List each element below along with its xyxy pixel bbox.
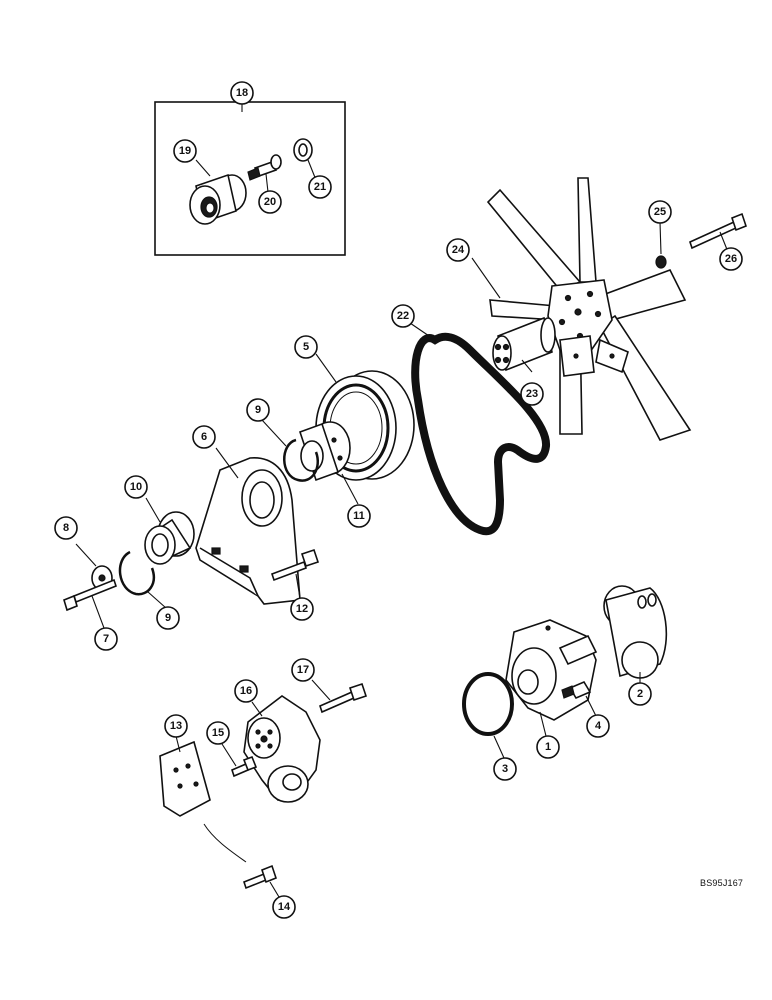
snap-ring-part bbox=[261, 419, 319, 482]
svg-text:20: 20 bbox=[264, 196, 276, 208]
callout-13: 13 bbox=[164, 714, 188, 738]
svg-text:22: 22 bbox=[397, 310, 409, 322]
svg-text:26: 26 bbox=[725, 253, 737, 265]
callout-3: 3 bbox=[493, 757, 517, 781]
svg-text:7: 7 bbox=[103, 633, 109, 645]
callout-19: 19 bbox=[173, 139, 197, 163]
fan-spacer-part bbox=[492, 316, 556, 372]
callout-9-lower: 9 bbox=[156, 606, 180, 630]
bearing-part bbox=[144, 497, 195, 565]
bracket-screw-part bbox=[221, 743, 258, 778]
tensioner-bracket-part bbox=[159, 735, 247, 863]
figure-code: BS95J167 bbox=[700, 878, 744, 888]
mounting-bolt-part bbox=[243, 864, 283, 903]
callout-10: 10 bbox=[124, 475, 148, 499]
callout-5: 5 bbox=[294, 335, 318, 359]
callout-2: 2 bbox=[628, 682, 652, 706]
idler-pulley-inset bbox=[154, 101, 346, 256]
callout-16: 16 bbox=[234, 679, 258, 703]
svg-text:10: 10 bbox=[130, 481, 142, 493]
callout-24: 24 bbox=[446, 238, 470, 262]
callout-8: 8 bbox=[54, 516, 78, 540]
callout-11: 11 bbox=[347, 504, 371, 528]
idler-bolt-part bbox=[247, 154, 282, 181]
bracket-bolt-part bbox=[270, 548, 320, 599]
svg-text:24: 24 bbox=[452, 244, 465, 256]
belt-tensioner-part bbox=[243, 695, 321, 803]
water-pump-sleeve-part bbox=[603, 585, 668, 684]
svg-text:23: 23 bbox=[526, 388, 538, 400]
svg-text:16: 16 bbox=[240, 685, 252, 697]
svg-text:9: 9 bbox=[255, 404, 261, 416]
callout-20: 20 bbox=[258, 190, 282, 214]
svg-text:3: 3 bbox=[502, 763, 508, 775]
tensioner-bolt-part bbox=[311, 679, 368, 714]
svg-text:1: 1 bbox=[545, 741, 551, 753]
svg-text:18: 18 bbox=[236, 87, 248, 99]
callout-14: 14 bbox=[272, 895, 296, 919]
callout-21: 21 bbox=[308, 175, 332, 199]
pulley-bolt-part bbox=[63, 578, 117, 629]
water-pump-seal-part bbox=[462, 672, 514, 759]
callout-25: 25 bbox=[648, 200, 672, 224]
callout-7: 7 bbox=[94, 627, 118, 651]
svg-text:6: 6 bbox=[201, 431, 207, 443]
callout-6: 6 bbox=[192, 425, 216, 449]
idler-bracket-part bbox=[195, 447, 301, 605]
callout-1: 1 bbox=[536, 735, 560, 759]
pulley-hub-part bbox=[298, 421, 359, 505]
svg-text:14: 14 bbox=[278, 901, 291, 913]
callout-12: 12 bbox=[290, 597, 314, 621]
svg-text:5: 5 bbox=[303, 341, 309, 353]
svg-text:12: 12 bbox=[296, 603, 308, 615]
callout-9-upper: 9 bbox=[246, 398, 270, 422]
svg-text:2: 2 bbox=[637, 688, 643, 700]
svg-text:25: 25 bbox=[654, 206, 666, 218]
callout-26: 26 bbox=[719, 247, 743, 271]
svg-text:11: 11 bbox=[353, 510, 365, 522]
svg-text:13: 13 bbox=[170, 720, 182, 732]
callout-22: 22 bbox=[391, 304, 415, 328]
spacer-part bbox=[293, 138, 313, 162]
svg-text:9: 9 bbox=[165, 612, 171, 624]
lower-snap-ring-part bbox=[118, 550, 167, 609]
pump-bolt-part bbox=[561, 680, 597, 717]
svg-text:15: 15 bbox=[212, 727, 224, 739]
svg-text:21: 21 bbox=[314, 181, 326, 193]
svg-text:4: 4 bbox=[595, 720, 602, 732]
callout-17: 17 bbox=[291, 658, 315, 682]
callout-4: 4 bbox=[586, 714, 610, 738]
washer-part bbox=[655, 255, 667, 269]
svg-text:17: 17 bbox=[297, 664, 309, 676]
svg-text:8: 8 bbox=[63, 522, 69, 534]
fan-bolt-part bbox=[689, 212, 747, 250]
idler-pulley-part bbox=[189, 173, 247, 225]
water-pump-part bbox=[505, 619, 598, 737]
drive-belt-part bbox=[409, 322, 550, 536]
svg-text:19: 19 bbox=[179, 145, 191, 157]
callout-15: 15 bbox=[206, 721, 230, 745]
callout-23: 23 bbox=[520, 382, 544, 406]
fan-assembly bbox=[471, 177, 747, 441]
callout-18: 18 bbox=[230, 81, 254, 105]
